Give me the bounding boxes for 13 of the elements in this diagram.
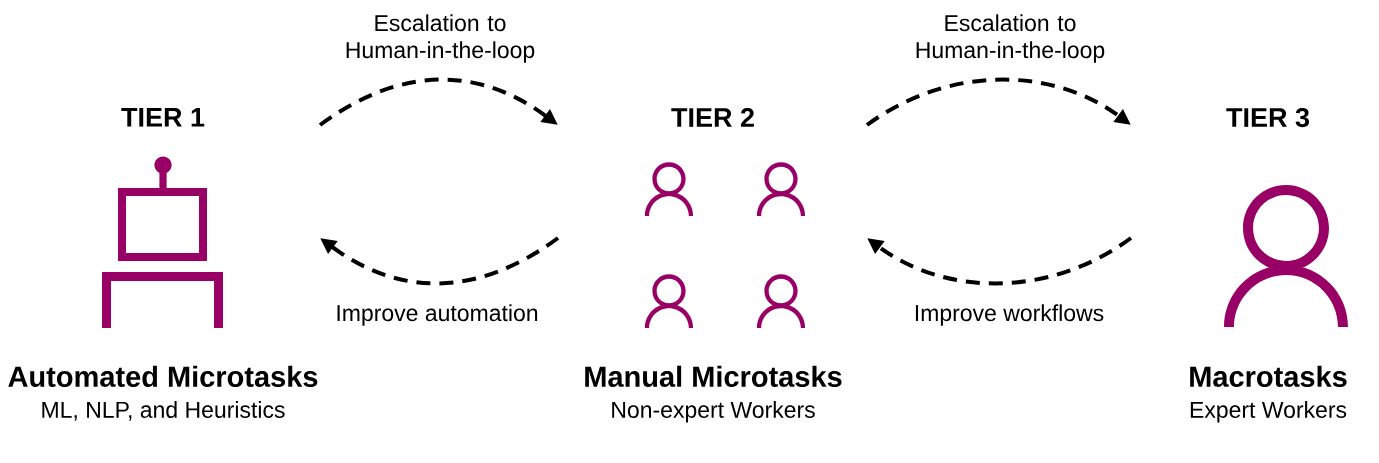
tier-subtitle: ML, NLP, and Heuristics — [42, 401, 285, 421]
tier-subtitle: Non-expert Workers — [612, 401, 815, 423]
tier-heading: TIER 1 — [121, 108, 205, 127]
tier-subtitle: Expert Workers — [1190, 401, 1347, 423]
tier-title: Macrotasks — [1190, 365, 1347, 387]
tier-heading: TIER 2 — [671, 108, 754, 127]
edge-label: Escalation to Human-in-the-loop — [334, 12, 546, 65]
edge-label: Improve workflows — [911, 302, 1107, 328]
edge-label: Escalation to Human-in-the-loop — [904, 12, 1116, 65]
tier-title: Automated Microtasks — [8, 365, 318, 387]
tier-title: Manual Microtasks — [585, 365, 842, 387]
edge-label: Improve automation — [333, 302, 541, 328]
tier-heading: TIER 3 — [1226, 108, 1310, 128]
